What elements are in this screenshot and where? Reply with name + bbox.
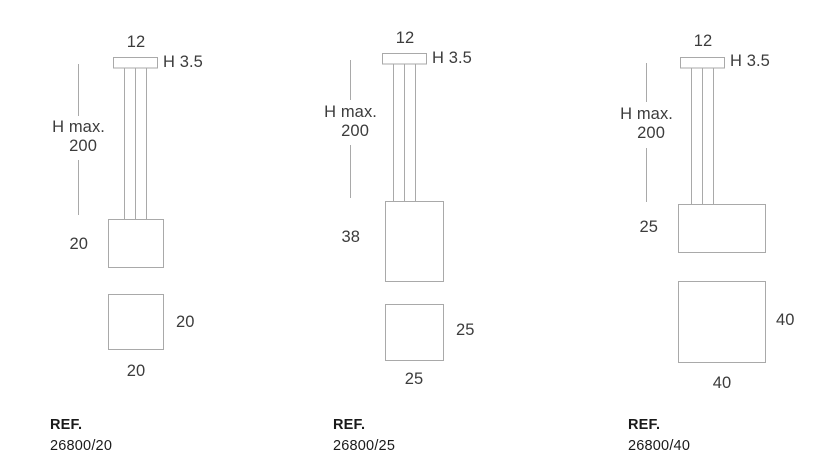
canopy-height-label: H 3.5 [730, 52, 770, 70]
reference-label: REF. [333, 417, 366, 433]
canopy-width-label: 12 [126, 33, 146, 51]
plan-depth-label: 40 [776, 311, 795, 329]
reference-code: 26800/20 [50, 438, 113, 455]
technical-drawing-26800-25 [349, 52, 445, 362]
suspension-label-line1: H max. [324, 103, 377, 121]
shade-elevation [107, 218, 165, 269]
canopy-width-label: 12 [395, 29, 415, 47]
shade-height-label: 20 [69, 235, 88, 253]
variant-drawing-26800-20: 12 H 3.5 H max. 200 20 20 20 REF. 26800/… [0, 0, 300, 469]
plan-view-square [677, 280, 767, 364]
reference-label: REF. [50, 417, 83, 433]
variant-drawing-26800-40: 12 H 3.5 H max. 200 25 40 40 REF. 26800/… [580, 0, 824, 469]
variant-drawing-26800-25: 12 H 3.5 H max. 200 38 25 25 REF. 26800/… [290, 0, 590, 469]
shade-elevation [384, 200, 445, 283]
suspension-label-line1: H max. [52, 118, 105, 136]
reference-code: 26800/40 [628, 438, 691, 455]
canopy-plate [112, 56, 159, 69]
suspension-label-line2: 200 [637, 124, 665, 142]
plan-width-label: 25 [404, 370, 424, 388]
canopy-height-label: H 3.5 [163, 53, 203, 71]
canopy-plate [381, 52, 428, 65]
plan-depth-label: 20 [176, 313, 195, 331]
reference-block-26800-25: REF. 26800/25 [333, 415, 395, 457]
suspension-label-line2: 200 [69, 137, 97, 155]
reference-block-26800-40: REF. 26800/40 [628, 415, 690, 457]
canopy-plate [679, 56, 726, 69]
suspension-label-line2: 200 [341, 122, 369, 140]
shade-elevation [677, 203, 767, 254]
plan-view-square [384, 303, 445, 362]
canopy-height-label: H 3.5 [432, 49, 472, 67]
plan-view-square [107, 293, 165, 351]
reference-code: 26800/25 [333, 438, 396, 455]
technical-drawing-26800-40 [645, 56, 767, 364]
plan-width-label: 20 [126, 362, 146, 380]
shade-height-label: 38 [341, 228, 360, 246]
reference-label: REF. [628, 417, 661, 433]
suspension-label-line1: H max. [620, 105, 673, 123]
reference-block-26800-20: REF. 26800/20 [50, 415, 112, 457]
shade-height-label: 25 [639, 218, 658, 236]
canopy-width-label: 12 [693, 32, 713, 50]
plan-width-label: 40 [712, 374, 732, 392]
plan-depth-label: 25 [456, 321, 475, 339]
technical-drawing-26800-20 [77, 56, 165, 351]
